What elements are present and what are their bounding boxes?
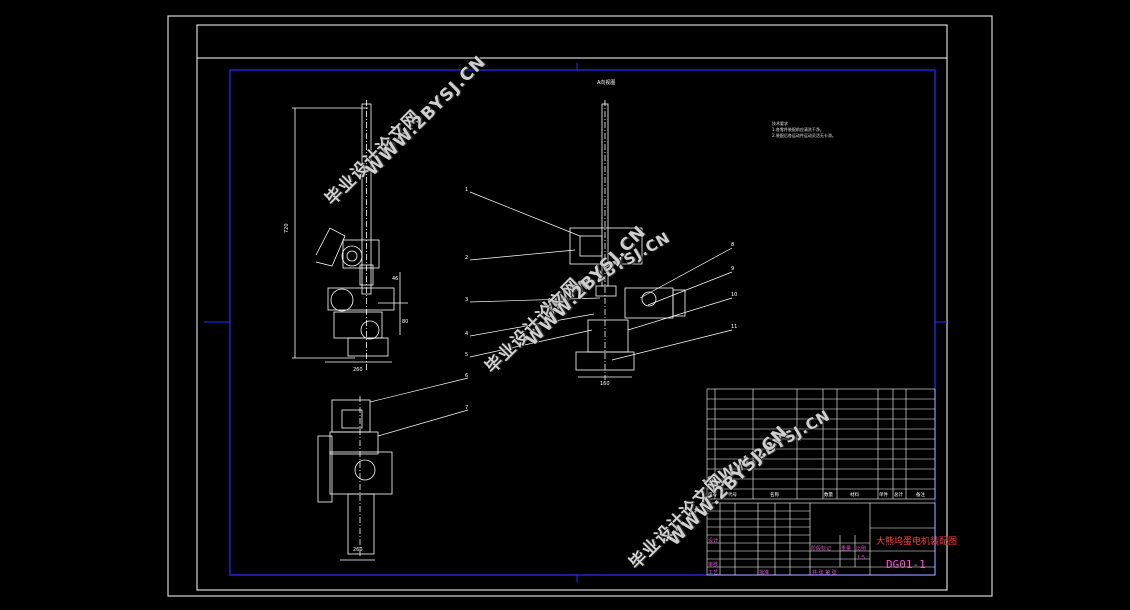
tb-frame (706, 502, 936, 576)
front-dim-label: 160 (600, 381, 610, 387)
balloon-3: 3 (465, 297, 468, 303)
drawing-title: 大熊坞蛋电机装配图 (876, 537, 958, 547)
sheet-frame (196, 24, 948, 591)
leader-1 (469, 191, 581, 237)
side-base-wheel (360, 320, 380, 340)
front-motor-end (672, 289, 686, 317)
leader-4 (469, 313, 595, 337)
balloon-1: 1 (465, 187, 468, 193)
leader-7 (377, 409, 469, 437)
balloon-4: 4 (465, 331, 468, 337)
leader-8 (639, 247, 733, 299)
bottom-side-plate (317, 435, 333, 503)
note-1: 1.各零件装配前应清洗干净。 (772, 127, 824, 132)
balloon-6: 6 (465, 373, 468, 379)
drawing-number: DG01-1 (886, 558, 926, 571)
front-gearbox (587, 319, 629, 353)
bom-h-qty: 数量 (824, 491, 833, 498)
tb-designer: 设计 (708, 538, 719, 544)
tb-scale: 比例 (856, 546, 867, 552)
bom-h-code: 代号 (728, 491, 737, 498)
front-view (569, 100, 686, 380)
side-motor-circle (341, 245, 363, 267)
balloon-5: 5 (465, 352, 468, 358)
balloon-labels: 1 2 3 4 5 6 7 8 9 10 11 (465, 187, 737, 411)
balloon-2: 2 (465, 255, 468, 261)
front-carriage-plate (579, 235, 603, 257)
bottom-motor-top (331, 399, 371, 433)
side-base-body (333, 311, 383, 339)
side-gearbox (327, 287, 395, 311)
bottom-dim-label: 260 (353, 547, 363, 553)
notes-heading: 技术要求 (772, 121, 788, 126)
bom-table (706, 388, 936, 500)
note-2: 2.装配后各运动件运动灵活无卡滞。 (772, 133, 836, 138)
leader-6 (369, 377, 469, 403)
bom-h-total: 总计 (894, 491, 903, 498)
balloon-9: 9 (731, 266, 734, 272)
side-slider (359, 264, 374, 286)
bom-h-no: 序号 (708, 491, 717, 498)
side-view (292, 100, 408, 370)
bom-header: 序号 代号 名称 数量 材料 单件 总计 备注 (708, 491, 925, 498)
bottom-motor-cap (341, 409, 363, 429)
side-dim-height-label: 720 (284, 223, 290, 233)
tb-stage: 阶段标记 (811, 546, 832, 552)
side-carriage (342, 239, 380, 269)
bom-h-unit: 单件 (879, 491, 888, 498)
side-dim-base-label: 260 (353, 367, 363, 373)
tb-process: 工艺 (708, 570, 719, 576)
side-bracket (315, 227, 346, 267)
tb-approver: 批准 (759, 570, 770, 576)
leader-3 (469, 297, 601, 303)
bom-frame (706, 388, 936, 500)
bottom-gear-circle (354, 459, 376, 481)
bottom-gearbox (329, 451, 393, 495)
section-label: A向视图 (597, 79, 615, 86)
side-dim-right-label: 80 (402, 319, 408, 325)
front-slider (595, 285, 617, 297)
front-base (575, 351, 635, 371)
side-dim-mid-label: 46 (392, 276, 398, 282)
tb-checker: 审核 (708, 562, 719, 568)
tb-sheet: 共 张 第 张 (812, 570, 837, 576)
leader-10 (627, 297, 733, 331)
bottom-shaft-housing (347, 493, 375, 555)
leader-2 (469, 249, 576, 261)
bom-h-mat: 材料 (850, 491, 859, 498)
bom-h-name: 名称 (770, 491, 779, 498)
tb-weight: 重量 (841, 546, 852, 552)
outer-frame (167, 15, 993, 597)
leader-9 (647, 271, 733, 306)
bom-h-note: 备注 (916, 491, 925, 498)
balloon-8: 8 (731, 242, 734, 248)
balloon-7: 7 (465, 405, 468, 411)
bottom-motor-body (329, 431, 379, 455)
technical-notes: 技术要求 1.各零件装配前应清洗干净。 2.装配后各运动件运动灵活无卡滞。 (772, 121, 836, 139)
front-motor-housing (624, 287, 674, 319)
balloon-11: 11 (731, 324, 737, 330)
leader-11 (611, 329, 733, 361)
title-block (706, 502, 936, 576)
front-carriage (569, 227, 643, 265)
leader-lines (369, 191, 733, 437)
front-motor-circle (641, 291, 657, 307)
side-gear-circle (330, 288, 354, 312)
tb-scale-value: 1:5 (857, 555, 866, 561)
leader-5 (469, 329, 593, 358)
balloon-10: 10 (731, 292, 737, 298)
bottom-view (317, 396, 393, 561)
side-motor-hub (346, 250, 358, 262)
side-foot (347, 337, 389, 357)
